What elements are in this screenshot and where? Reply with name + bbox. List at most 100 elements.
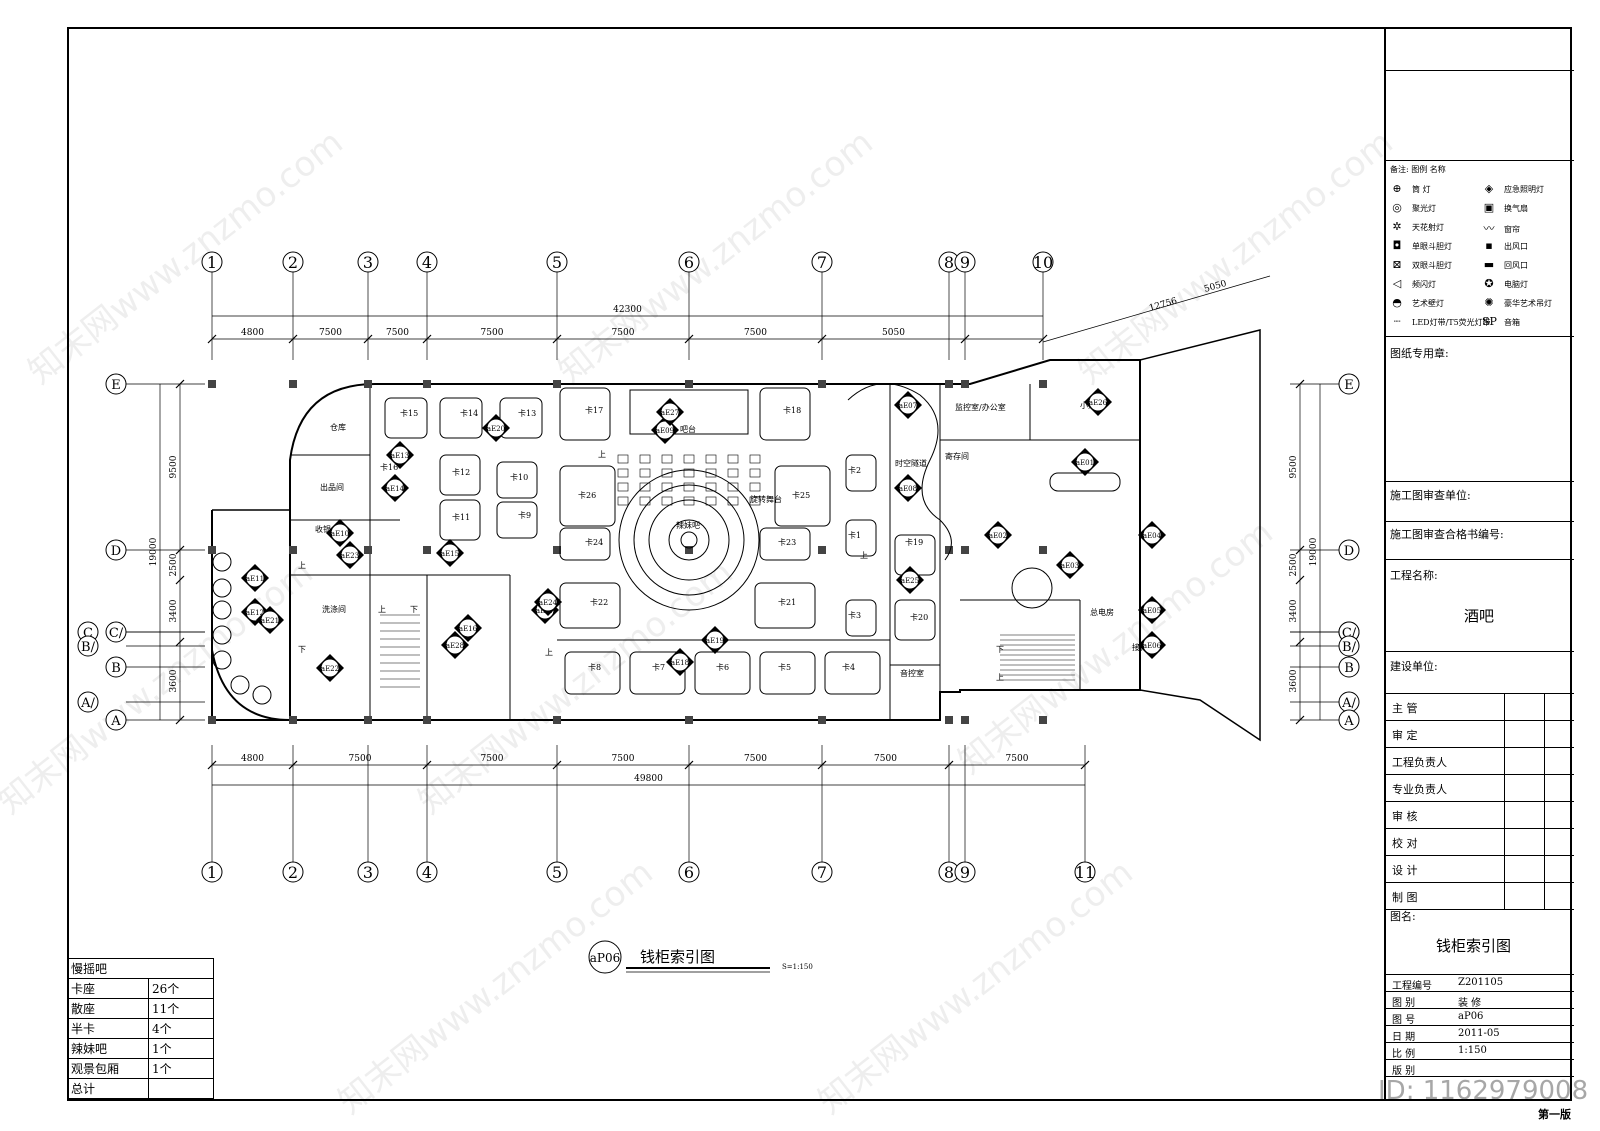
axis-label-top: 9 — [960, 253, 970, 272]
legend-name: 天花射灯 — [1412, 223, 1444, 232]
column — [553, 716, 561, 724]
legend-symbol-icon: ⊕ — [1392, 182, 1402, 195]
index-tag-bubble — [486, 418, 506, 438]
legend-item: ⊠双眼斗胆灯 — [1390, 258, 1452, 271]
index-tag-bubble — [320, 658, 340, 678]
legend-name: 音箱 — [1504, 318, 1520, 327]
legend-name: 换气扇 — [1504, 204, 1528, 213]
index-tag-label: aE10 — [331, 530, 349, 538]
booth-label: 卡12 — [452, 467, 470, 477]
dimension-tick — [422, 760, 432, 770]
drawing-name-label: 图名: — [1390, 910, 1416, 923]
axis-label-top: 8 — [944, 253, 954, 272]
booth-seat — [496, 461, 538, 499]
stat-count: 11个 — [148, 998, 214, 1019]
room-label: 辣妹吧 — [676, 520, 700, 530]
info-value: Z201105 — [1458, 977, 1504, 988]
axis-label-left: C/ — [109, 626, 124, 641]
booth-seat — [824, 651, 881, 695]
scattered-table — [727, 468, 739, 478]
stat-row: 总计 — [67, 1078, 214, 1099]
review-unit-label: 施工图审查单位: — [1390, 489, 1471, 502]
scattered-table — [683, 482, 695, 492]
axis-label-left: C — [83, 626, 93, 641]
column — [208, 546, 216, 554]
scattered-table — [683, 496, 695, 506]
dimension-tick — [175, 379, 185, 389]
dimension-tick — [207, 334, 217, 344]
legend-item: ◎聚光灯 — [1390, 201, 1436, 214]
room-label: 出品间 — [320, 482, 344, 492]
drawing-index-bubble — [588, 940, 622, 974]
scattered-table — [727, 496, 739, 506]
legend-name: 聚光灯 — [1412, 204, 1436, 213]
stair-direction-label: 上 — [545, 648, 553, 657]
dimension-line-diagonal — [1042, 275, 1271, 343]
booth-label: 卡22 — [590, 597, 608, 607]
dimension-text: 3400 — [1289, 599, 1299, 622]
dimension-total-text: 19000 — [1309, 537, 1319, 566]
dimension-tick — [684, 334, 694, 344]
scattered-table — [661, 468, 673, 478]
id-watermark: ID: 1162979008 — [1378, 1076, 1589, 1106]
dimension-tick — [175, 545, 185, 555]
signoff-role: 校 对 — [1392, 837, 1418, 850]
signoff-row: 专业负责人 — [1386, 775, 1574, 802]
booth-label: 卡2 — [848, 465, 861, 475]
index-tag-bubble — [660, 402, 680, 422]
index-tag-bubble — [1088, 392, 1108, 412]
info-row: 图 别装 修 — [1386, 992, 1574, 1009]
scattered-table — [683, 454, 695, 464]
signoff-row: 校 对 — [1386, 829, 1574, 856]
index-tag-bubble — [1060, 555, 1080, 575]
booth-label: 卡14 — [460, 408, 478, 418]
scattered-table — [661, 482, 673, 492]
booth-seat — [439, 397, 483, 439]
booth-seat — [845, 599, 877, 637]
axis-label-left: E — [111, 378, 121, 393]
round-table — [212, 625, 232, 645]
review-cert-label: 施工图审查合格书编号: — [1390, 528, 1504, 541]
dimension-text: 7500 — [386, 328, 409, 338]
legend-item: ┈LED灯带/T5荧光灯带 — [1390, 315, 1491, 328]
stair-direction-label: 上 — [378, 605, 386, 614]
stat-count: 26个 — [148, 978, 214, 999]
index-tag-label: aE21 — [261, 617, 279, 625]
axis-label-bottom: 9 — [960, 863, 970, 882]
drawing-index-code: aP06 — [590, 951, 621, 965]
legend-item: ▪出风口 — [1482, 239, 1528, 252]
column — [289, 716, 297, 724]
column — [945, 716, 953, 724]
legend-item: ▣换气扇 — [1482, 201, 1528, 214]
dimension-tick — [1295, 715, 1305, 725]
room-label: 音控室 — [900, 668, 924, 678]
dimension-tick — [1295, 545, 1305, 555]
signoff-row: 审 定 — [1386, 721, 1574, 748]
room-label: 寄存间 — [945, 451, 969, 461]
axis-label-bottom: 8 — [944, 863, 954, 882]
rotating-stage-ring — [633, 484, 745, 596]
dimension-text: 3600 — [169, 669, 179, 692]
booth-label: 卡4 — [842, 662, 855, 672]
building-outline-east-wing — [1139, 329, 1261, 742]
stamp-label: 图纸专用章: — [1390, 347, 1449, 360]
info-key: 日 期 — [1392, 1032, 1416, 1043]
booth-label: 卡20 — [910, 612, 928, 622]
index-tag-bubble — [898, 395, 918, 415]
legend-name: 艺术壁灯 — [1412, 299, 1444, 308]
scattered-table — [639, 482, 651, 492]
axis-label-right: B/ — [1342, 640, 1357, 655]
legend-symbol-icon: SP — [1482, 315, 1497, 328]
stair-direction-label: 下 — [996, 645, 1004, 654]
round-table — [212, 578, 232, 598]
booth-label: 卡7 — [652, 662, 665, 672]
dimension-text: 7500 — [744, 328, 767, 338]
stat-count: 1个 — [148, 1038, 214, 1059]
axis-bubble-left — [77, 635, 99, 657]
legend-symbol-icon: ▪ — [1485, 239, 1493, 252]
dimension-tick — [960, 334, 970, 344]
stat-count — [148, 1078, 214, 1099]
